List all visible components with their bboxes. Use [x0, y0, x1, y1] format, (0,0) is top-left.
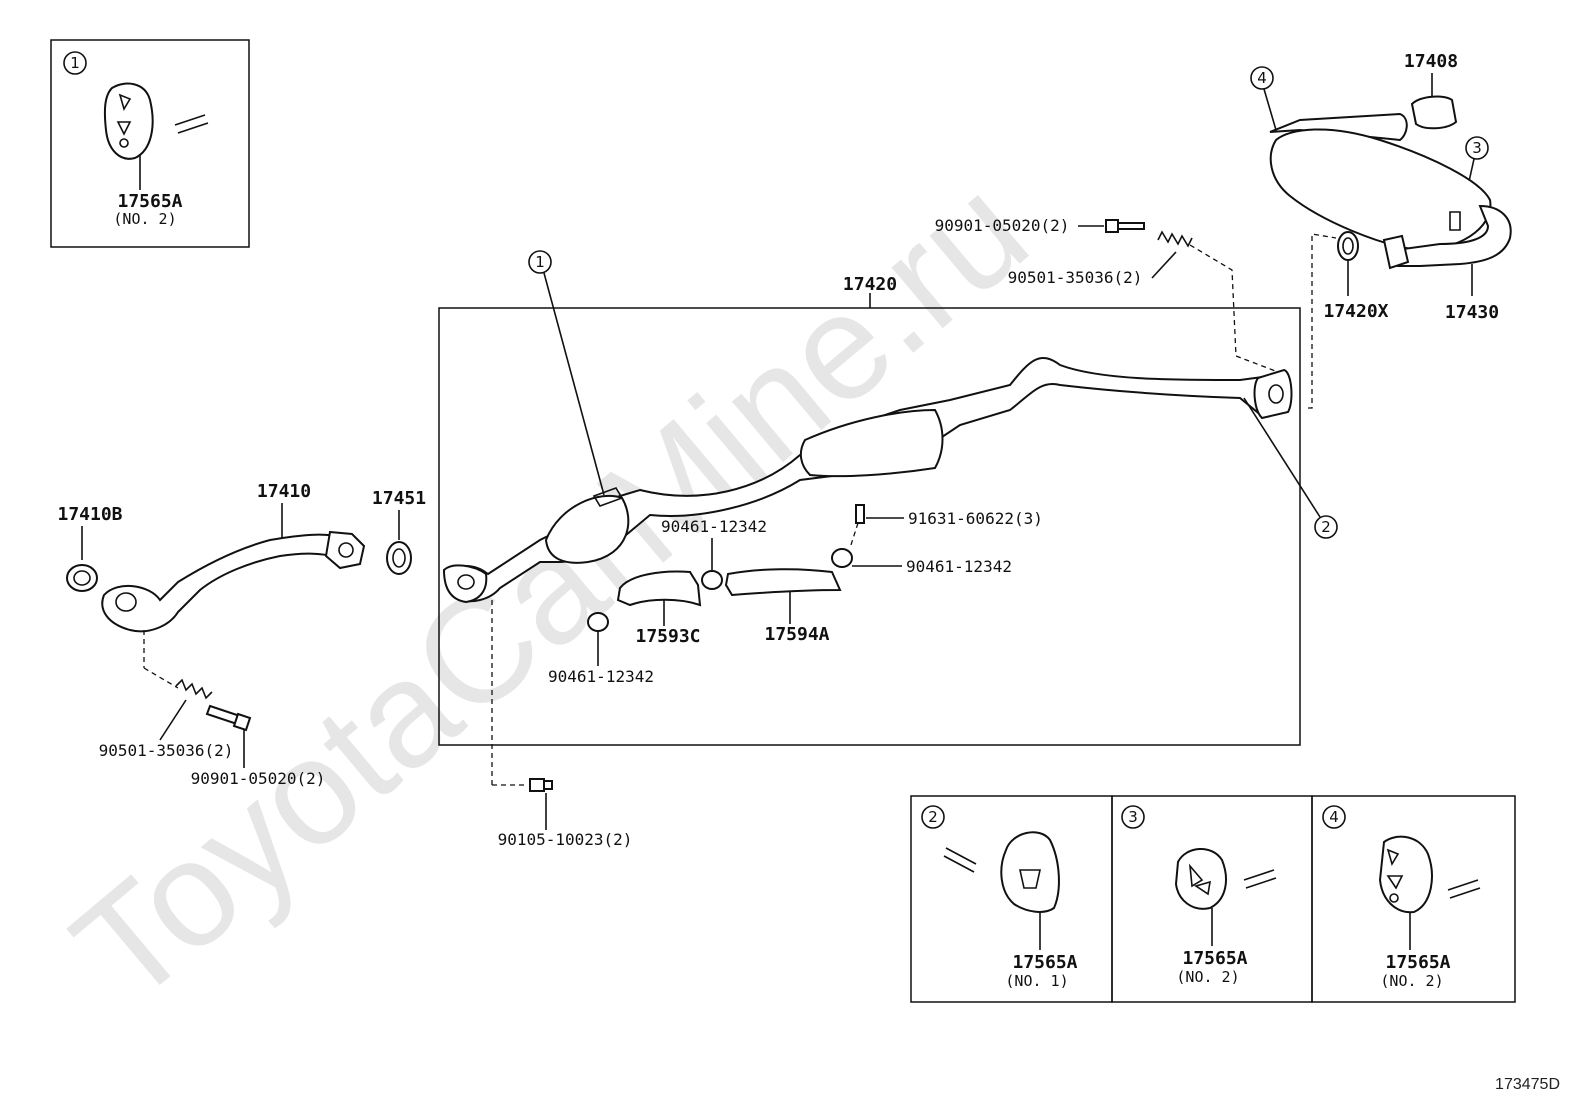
main-callout-2: [1314, 515, 1338, 539]
muffler-callout-4: [1250, 66, 1274, 90]
muffler-callout-3-number: 3: [1472, 139, 1482, 157]
part-label-17410B: 17410B: [57, 504, 122, 525]
inset-1-callout-number: 1: [70, 54, 80, 72]
clamp-label-c: 90461-12342: [906, 557, 1012, 576]
reference-code: 173475D: [1495, 1076, 1560, 1093]
part-label-17430: 17430: [1445, 302, 1499, 323]
inset-4-part-label: 17565A: [1385, 952, 1450, 973]
gasket-17451-icon: [386, 541, 412, 575]
inset-2-hanger-icon: [943, 831, 1060, 913]
part-label-17594A: 17594A: [764, 624, 829, 645]
muffler-callout-4-number: 4: [1257, 69, 1267, 87]
top-spring-label: 90501-35036(2): [1008, 268, 1143, 287]
tail-pipe-17408-icon: [1410, 95, 1458, 130]
muffler-callout-3: [1465, 136, 1489, 160]
inset-1-frame: [50, 39, 250, 248]
gasket-17410B-icon: [66, 564, 98, 592]
inset-3-hanger-icon: [1174, 848, 1277, 910]
gasket-17420X-icon: [1337, 231, 1359, 261]
front-pipe-17410-icon: [101, 530, 366, 633]
left-spring-icon: [175, 678, 213, 700]
muffler-17430-icon: [1269, 112, 1512, 270]
inset-4-frame: [1311, 795, 1516, 1003]
inset-4-callout-number: 4: [1329, 808, 1339, 826]
left-bolt-icon: [205, 704, 252, 732]
main-callout-2-number: 2: [1321, 518, 1331, 536]
inset-4-callout: [1322, 805, 1346, 829]
inset-4-note: (NO. 2): [1380, 972, 1443, 990]
bottom-bolt-label: 90105-10023(2): [498, 830, 633, 849]
heat-insulator-17593C: [616, 570, 702, 607]
main-callout-1-number: 1: [535, 253, 545, 271]
inset-4-hanger-icon: [1378, 835, 1481, 914]
top-bolt-icon: [1105, 219, 1145, 233]
inset-2-part-label: 17565A: [1012, 952, 1077, 973]
part-label-17593C: 17593C: [635, 626, 700, 647]
part-label-17410: 17410: [257, 481, 311, 502]
top-bolt-label: 90901-05020(2): [935, 216, 1070, 235]
inset-3-part-label: 17565A: [1182, 948, 1247, 969]
left-spring-label: 90501-35036(2): [99, 741, 234, 760]
shield-bolt-label: 91631-60622(3): [908, 509, 1043, 528]
part-label-17451: 17451: [372, 488, 426, 509]
inset-3-callout: [1121, 805, 1145, 829]
main-assembly-part-label: 17420: [843, 274, 897, 295]
heat-insulator-17594A: [724, 568, 842, 597]
center-exhaust-pipe: [442, 356, 1293, 604]
clamp-icons: [587, 504, 865, 632]
inset-1-note: (NO. 2): [113, 210, 176, 228]
clamp-label-a: 90461-12342: [661, 517, 767, 536]
inset-1-hanger-icon: [103, 82, 209, 160]
inset-3-callout-number: 3: [1128, 808, 1138, 826]
inset-2-callout: [921, 805, 945, 829]
inset-1-part-label: 17565A: [117, 191, 182, 212]
inset-3-note: (NO. 2): [1176, 968, 1239, 986]
inset-2-note: (NO. 1): [1005, 972, 1068, 990]
left-bolt-label: 90901-05020(2): [191, 769, 326, 788]
main-callout-1: [528, 250, 552, 274]
part-label-17420X: 17420X: [1323, 301, 1388, 322]
part-label-17408: 17408: [1404, 51, 1458, 72]
bottom-bolt-icon: [529, 778, 553, 792]
top-spring-icon: [1157, 230, 1193, 248]
inset-1-callout: [63, 51, 87, 75]
clamp-label-b: 90461-12342: [548, 667, 654, 686]
inset-2-callout-number: 2: [928, 808, 938, 826]
